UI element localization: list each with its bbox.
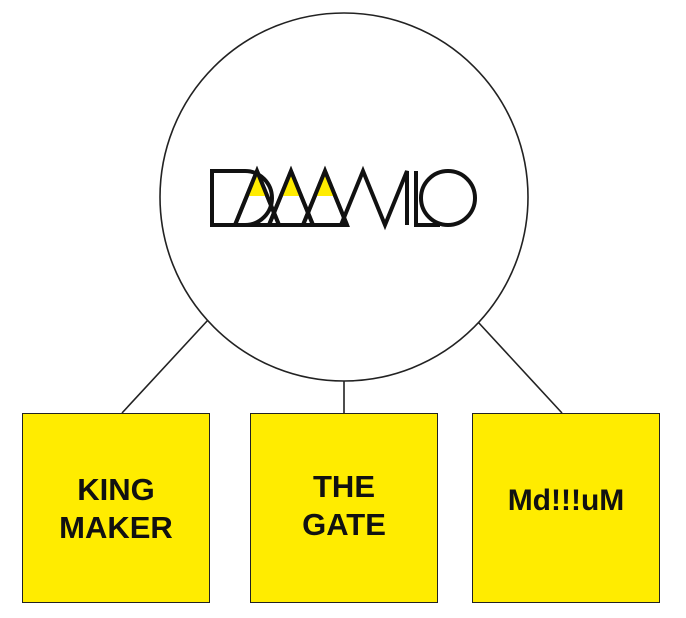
logo-accent-2 <box>281 171 301 196</box>
child-label-the-gate: THE GATE <box>302 469 386 542</box>
daaamo-logo <box>210 165 477 231</box>
connector-line-right <box>477 321 563 414</box>
child-label-mdiiium: Md!!!uM <box>507 484 625 517</box>
root-circle <box>159 12 529 382</box>
logo-accent-3 <box>315 171 335 196</box>
connector-line-left <box>121 319 209 414</box>
child-label-king-maker: KING MAKER <box>59 472 173 545</box>
logo-accent-1 <box>247 171 267 196</box>
child-box-the-gate: THE GATE <box>250 413 438 603</box>
child-box-king-maker: KING MAKER <box>22 413 210 603</box>
child-box-mdiiium: Md!!!uM <box>472 413 660 603</box>
